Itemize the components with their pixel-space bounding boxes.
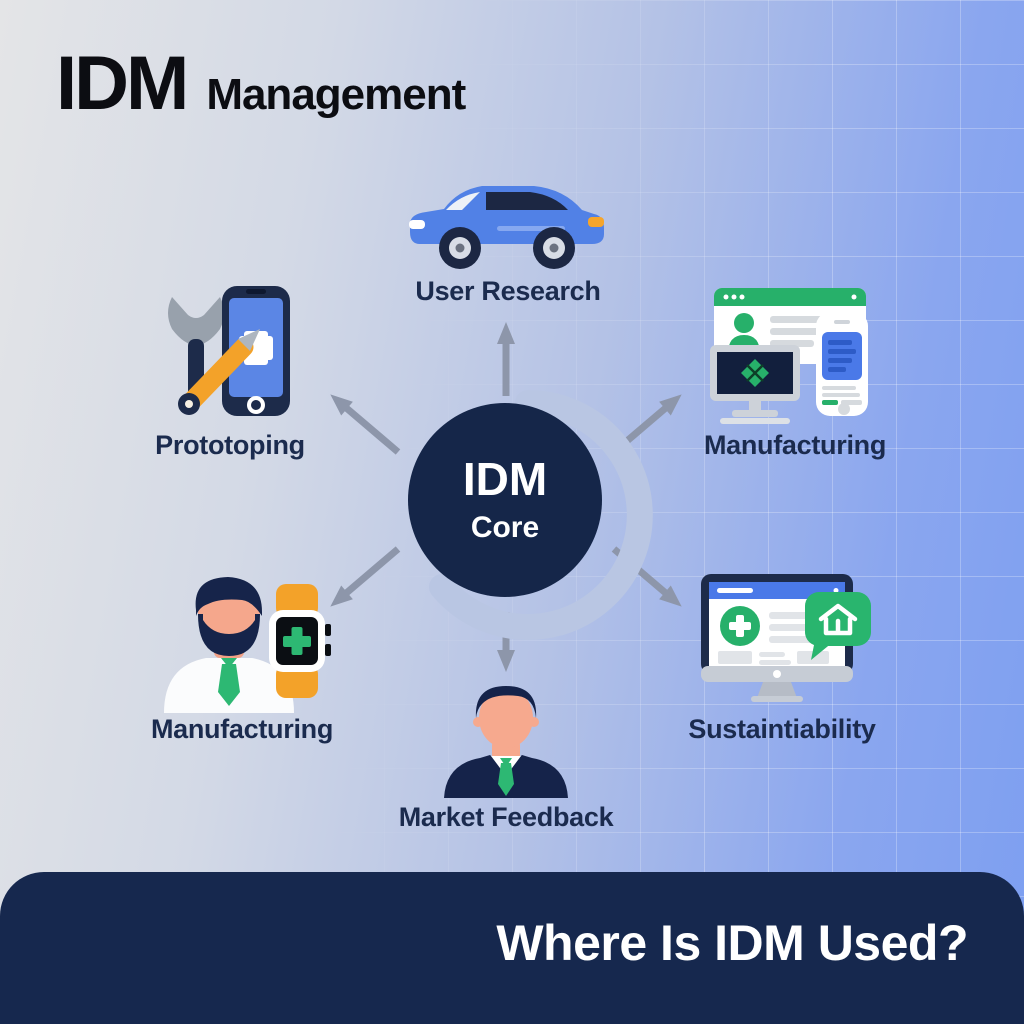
hub-subtitle: Core xyxy=(471,511,539,544)
arrow-lower-left xyxy=(330,546,401,607)
devices-cluster-icon xyxy=(710,288,868,424)
car-icon xyxy=(409,186,604,269)
node-label-manufacturing-top: Manufacturing xyxy=(703,430,887,460)
footer-banner: Where Is IDM Used? xyxy=(0,872,1024,1024)
page-title: IDM Management xyxy=(56,41,466,126)
node-label-market-feedback: Market Feedback xyxy=(398,802,614,832)
hub-ring-icon xyxy=(429,390,653,640)
node-label-sustainability: Sustaintiability xyxy=(688,714,876,744)
node-label-manufacturing-bottom: Manufacturing xyxy=(150,714,334,744)
footer-question: Where Is IDM Used? xyxy=(496,915,968,971)
brand-text: IDM xyxy=(56,41,189,126)
arrow-upper-left xyxy=(330,394,401,455)
node-label-user-research: User Research xyxy=(415,276,601,306)
hub-title: IDM xyxy=(463,453,547,505)
businessman-icon xyxy=(444,686,568,798)
node-label-prototyping: Prototoping xyxy=(155,430,305,460)
worker-smartwatch-icon xyxy=(164,577,331,713)
idm-core-hub: IDM Core xyxy=(408,390,653,640)
wrench-pencil-phone-icon xyxy=(168,286,290,416)
hub-circle-icon xyxy=(408,403,602,597)
title-text: Management xyxy=(206,70,466,119)
monitor-chat-bubble-icon xyxy=(701,574,871,702)
